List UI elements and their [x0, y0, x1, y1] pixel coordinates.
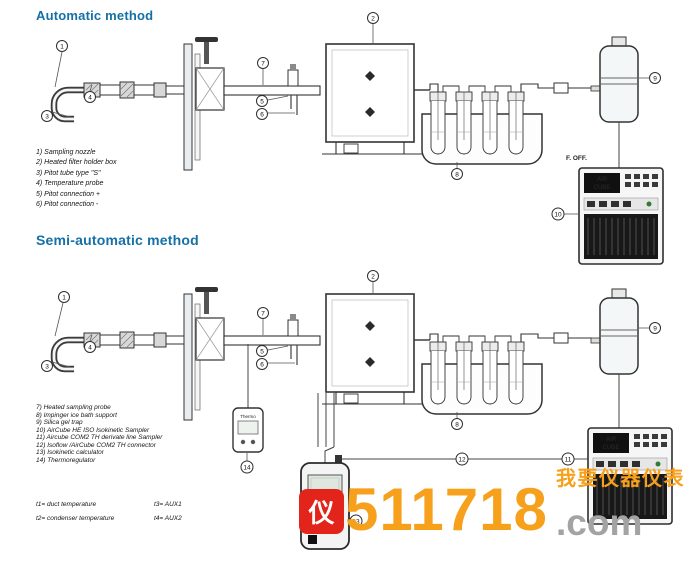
legend-item: 10) AirCube HE ISO Isokinetic Sampler [36, 426, 150, 434]
svg-text:10: 10 [554, 212, 562, 219]
svg-text:7: 7 [261, 61, 265, 68]
legend-item: 1) Sampling nozzle [36, 149, 96, 156]
callout-1-semi: 1 [58, 291, 70, 303]
callout-10: 10 [551, 207, 565, 221]
callout-3-semi: 3 [41, 360, 53, 372]
train-semi [54, 287, 592, 420]
thermoregulator-device: Thermo [232, 407, 264, 453]
svg-text:9: 9 [653, 76, 657, 83]
callout-2: 2 [367, 12, 379, 24]
legend-item: 12) Isoflow /AirCube COM2 TH connector [36, 441, 156, 449]
isokinetic-calculator [300, 455, 350, 550]
legend-semi-automatic: 7) Heated sampling probe 8) Impinger ice… [36, 404, 162, 464]
svg-text:3: 3 [45, 364, 49, 371]
leader-lines-semi [51, 282, 649, 461]
callout-8: 8 [451, 168, 463, 180]
legend-item: 13) Isokinetic calculator [36, 449, 104, 456]
svg-text:11: 11 [565, 457, 572, 464]
svg-text:2: 2 [371, 16, 375, 23]
callout-7-semi: 7 [257, 307, 269, 319]
svg-text:14: 14 [243, 465, 251, 472]
svg-text:1: 1 [62, 295, 66, 302]
callout-6: 6 [256, 108, 268, 120]
leader-lines-automatic [51, 24, 649, 215]
svg-text:9: 9 [653, 326, 657, 333]
callout-3: 3 [41, 110, 53, 122]
svg-text:6: 6 [260, 362, 264, 369]
svg-text:5: 5 [260, 349, 264, 356]
callout-4-semi: 4 [84, 341, 96, 353]
callout-12-semi: 12 [455, 452, 469, 466]
svg-text:7: 7 [261, 311, 265, 318]
svg-text:5: 5 [260, 99, 264, 106]
automatic-method-title: Automatic method [36, 8, 154, 23]
callout-5: 5 [256, 95, 268, 107]
callout-2-semi: 2 [367, 270, 379, 282]
silica-gel-trap-2 [590, 288, 639, 375]
svg-text:1: 1 [60, 44, 64, 51]
footnote-t3: t3= AUX1 [154, 501, 182, 508]
callout-5-semi: 5 [256, 345, 268, 357]
svg-text:4: 4 [88, 95, 92, 102]
semi-automatic-method-title: Semi-automatic method [36, 232, 199, 248]
thermoregulator-label: Thermo [240, 414, 256, 419]
legend-item: 7) Heated sampling probe [36, 404, 111, 411]
svg-text:8: 8 [455, 172, 459, 179]
thermocouple-wires [247, 344, 335, 463]
footnote-t1: t1= duct temperature [36, 501, 97, 508]
legend-item: 3) Pitot tube type "S" [36, 169, 101, 177]
legend-item: 8) Impinger ice bath support [36, 411, 117, 419]
callout-14-semi: 14 [240, 460, 254, 474]
svg-text:4: 4 [88, 345, 92, 352]
callout-8-semi: 8 [451, 418, 463, 430]
svg-text:2: 2 [371, 274, 375, 281]
silica-gel-trap-1 [590, 36, 639, 123]
footnote-t2: t2= condenser temperature [36, 515, 115, 522]
legend-item: 5) Pitot connection + [36, 190, 101, 198]
f-off-label: F. OFF. [566, 155, 587, 162]
svg-text:12: 12 [458, 457, 466, 464]
footnote-t4: t4= AUX2 [154, 515, 182, 522]
callout-13-semi: 13 [349, 514, 363, 528]
legend-automatic: 1) Sampling nozzle 2) Heated filter hold… [36, 148, 117, 210]
svg-text:6: 6 [260, 112, 264, 119]
svg-text:8: 8 [455, 422, 459, 429]
train-automatic [54, 37, 592, 170]
callout-6-semi: 6 [256, 358, 268, 370]
legend-item: 2) Heated filter holder box [36, 159, 117, 167]
aircube-unit-1 [578, 167, 664, 265]
temperature-footnotes: t1= duct temperature t3= AUX1 t2= conden… [36, 501, 182, 522]
legend-item: 4) Temperature probe [36, 180, 104, 188]
aircube-unit-2 [587, 427, 673, 525]
callout-11-semi: 11 [561, 452, 575, 466]
callout-1: 1 [56, 40, 68, 52]
callout-4: 4 [84, 91, 96, 103]
callout-7: 7 [257, 57, 269, 69]
callout-9: 9 [649, 72, 661, 84]
legend-item: 11) Aircube COM2 TH derivate line Sample… [36, 434, 163, 441]
callout-9-semi: 9 [649, 322, 661, 334]
legend-item: 14) Thermoregulator [36, 456, 96, 464]
legend-item: 6) Pitot connection - [36, 201, 99, 209]
svg-text:3: 3 [45, 114, 49, 121]
svg-text:13: 13 [352, 519, 360, 526]
legend-item: 9) Silica gel trap [36, 419, 83, 426]
